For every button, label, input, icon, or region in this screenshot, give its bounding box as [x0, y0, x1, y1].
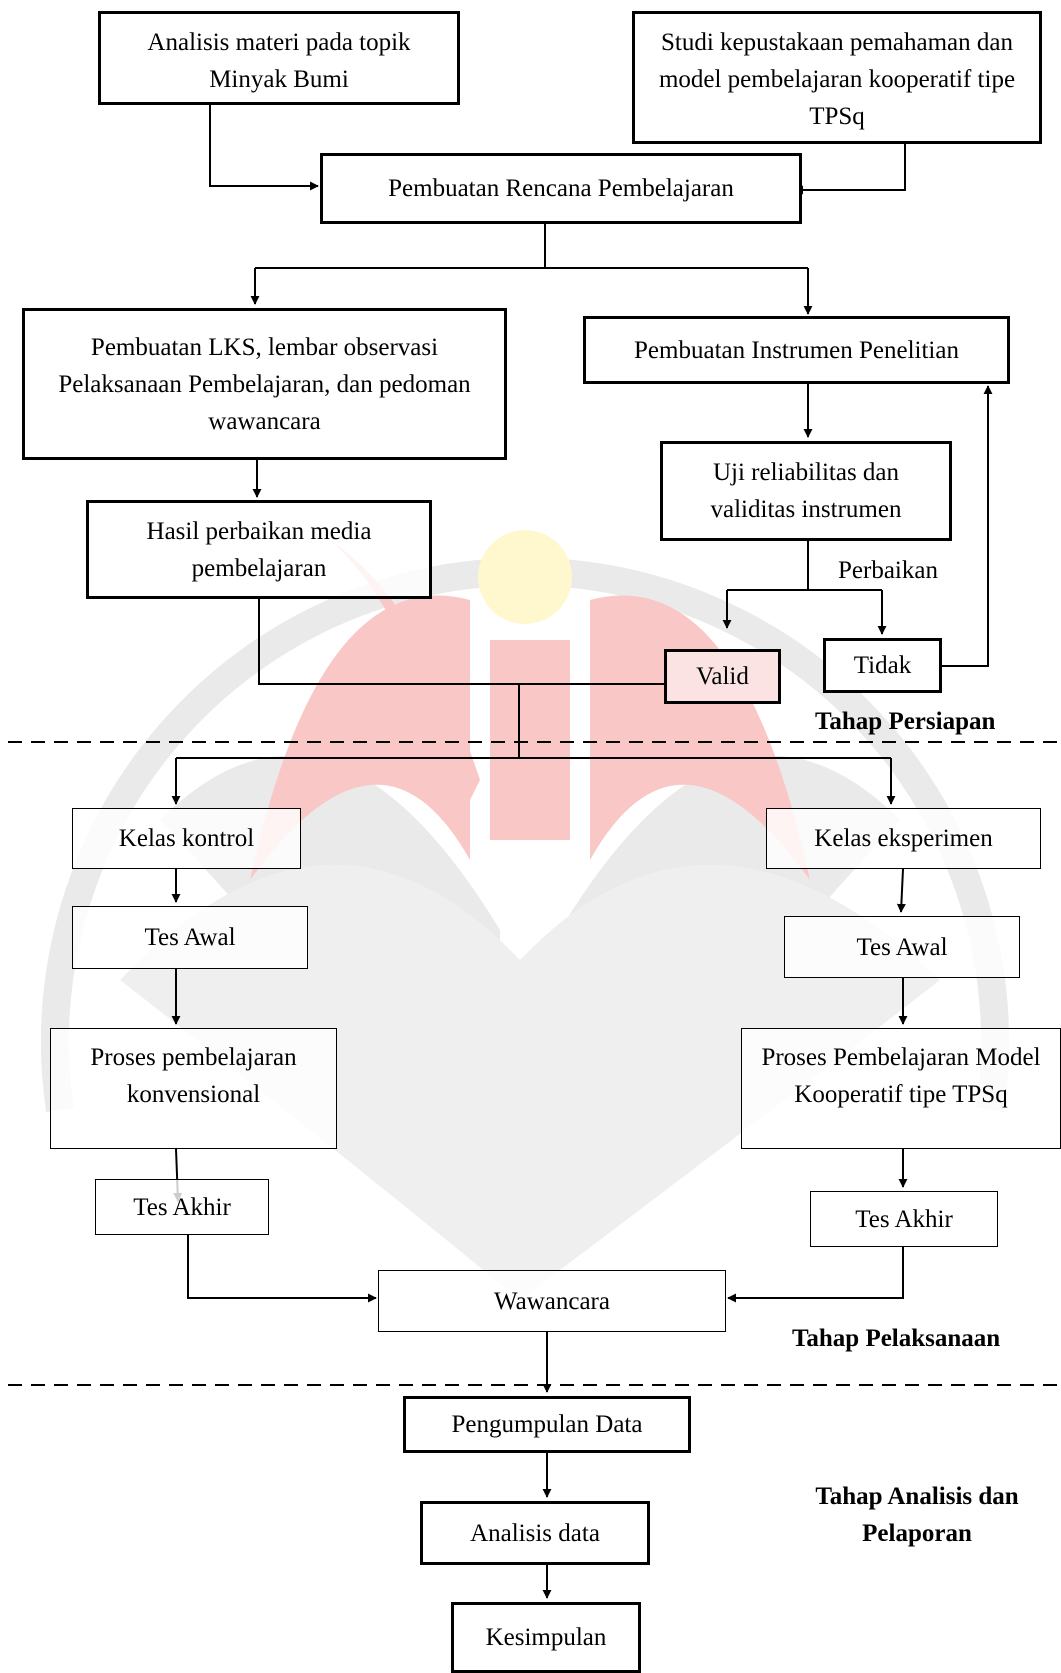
step-studi-kepustakaan: Studi kepustakaan pemahaman dan model pe… — [632, 11, 1042, 144]
step-wawancara: Wawancara — [378, 1270, 726, 1332]
step-pembuatan-lks: Pembuatan LKS, lembar observasi Pelaksan… — [22, 308, 507, 460]
connectors — [171, 105, 993, 1599]
edge-tidak-instrumen — [942, 385, 993, 667]
edge-analisis-rencana — [209, 105, 319, 191]
watermark-seal — [41, 530, 1009, 1300]
step-proses-tpsq: Proses Pembelajaran Model Kooperatif tip… — [741, 1028, 1061, 1149]
stage-analisis-pelaporan: Tahap Analisis dan Pelaporan — [815, 1483, 1019, 1547]
edge-tesakhir-wawancara-kontrol — [187, 1235, 377, 1303]
edge-merge-split — [176, 684, 891, 759]
stage-persiapan: Tahap Persiapan — [815, 708, 996, 735]
step-analisis-materi: Analisis materi pada topik Minyak Bumi — [98, 11, 460, 105]
step-kelas-kontrol: Kelas kontrol — [72, 808, 301, 869]
edge-tesakhir-wawancara-eksp — [727, 1247, 904, 1303]
step-tes-akhir-kontrol: Tes Akhir — [95, 1179, 269, 1235]
edge-hasil-merge — [258, 599, 664, 685]
edge-uji-split — [727, 541, 882, 591]
step-tidak: Tidak — [823, 638, 942, 693]
step-kesimpulan: Kesimpulan — [451, 1602, 641, 1673]
step-proses-konvensional: Proses pembelajaran konvensional — [50, 1028, 337, 1149]
edge-studi-rencana — [794, 144, 906, 195]
stage-pelaksanaan: Tahap Pelaksanaan — [792, 1325, 1001, 1352]
step-valid: Valid — [664, 649, 781, 704]
step-uji-reliabilitas: Uji reliabilitas dan validitas instrumen — [660, 441, 952, 541]
step-rencana-pembelajaran: Pembuatan Rencana Pembelajaran — [320, 153, 802, 224]
step-tes-akhir-eksperimen: Tes Akhir — [810, 1191, 998, 1247]
step-instrumen-penelitian: Pembuatan Instrumen Penelitian — [583, 316, 1010, 384]
step-pengumpulan-data: Pengumpulan Data — [403, 1396, 691, 1453]
edge-eksperimen-tesawal — [896, 868, 906, 913]
edge-rencana-split — [255, 224, 808, 269]
step-hasil-perbaikan: Hasil perbaikan media pembelajaran — [86, 500, 432, 599]
step-tes-awal-eksperimen: Tes Awal — [784, 916, 1020, 978]
step-analisis-data: Analisis data — [420, 1501, 650, 1565]
edge-label-perbaikan: Perbaikan — [838, 557, 938, 584]
phase-separators — [8, 741, 1058, 1386]
step-tes-awal-kontrol: Tes Awal — [72, 906, 308, 969]
step-kelas-eksperimen: Kelas eksperimen — [766, 808, 1041, 869]
